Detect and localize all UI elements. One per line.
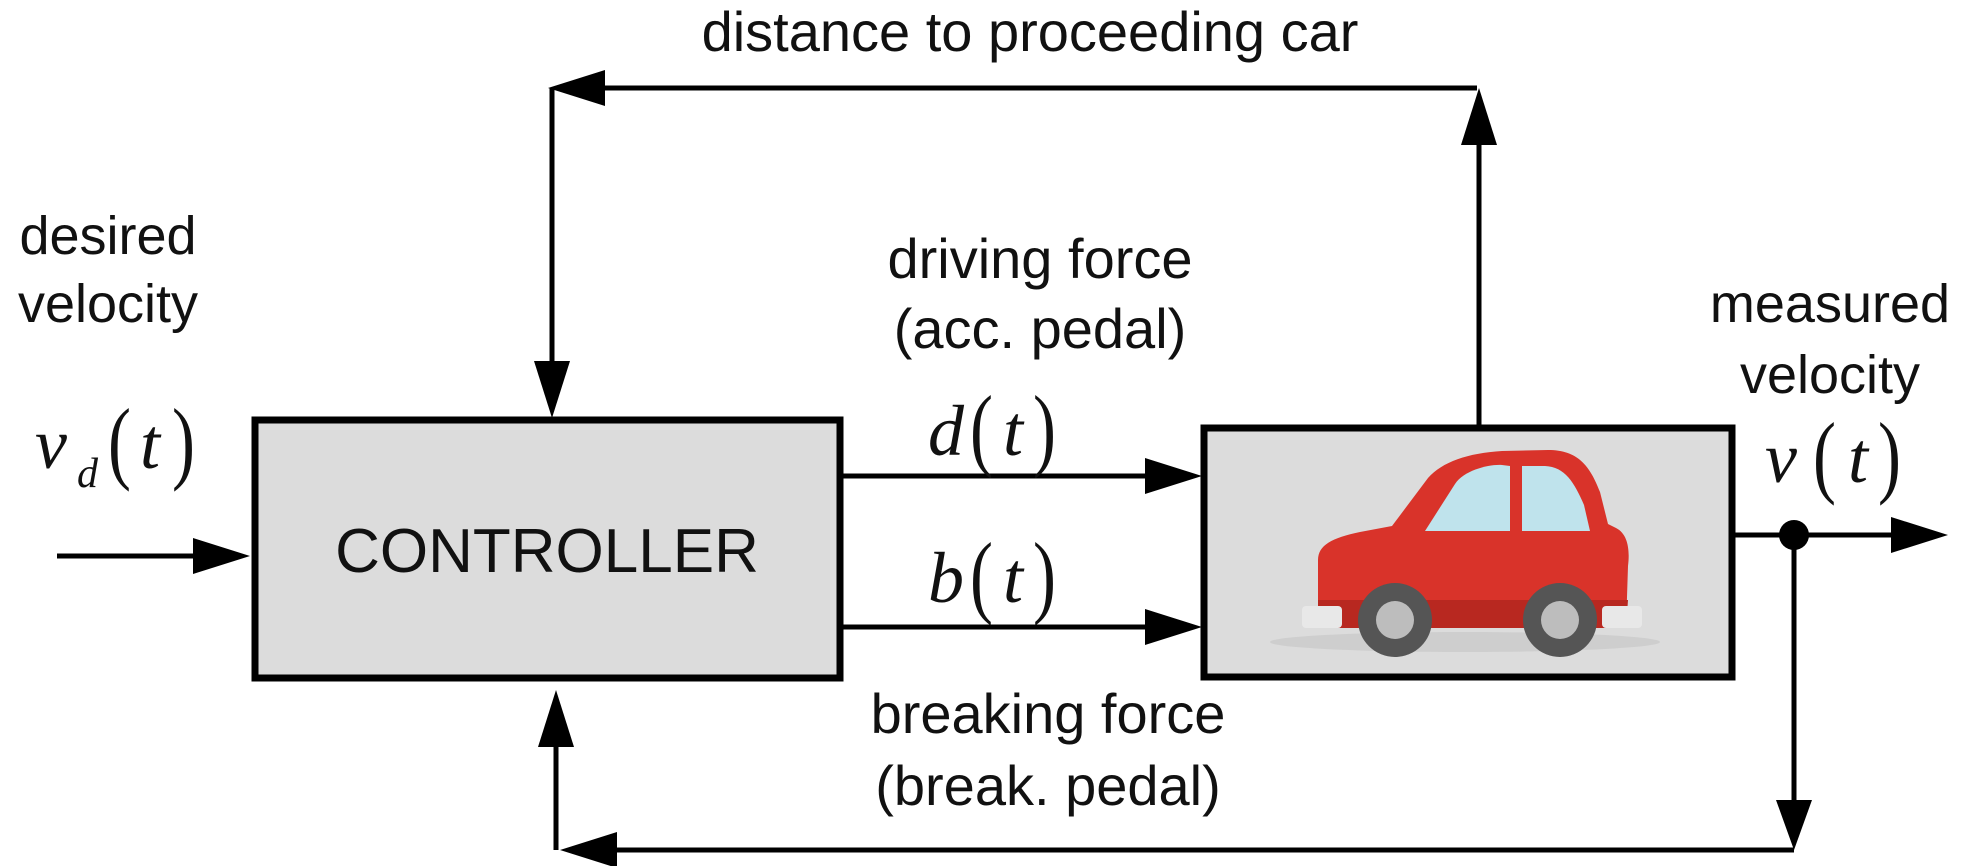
- d-arg: t: [1003, 391, 1025, 471]
- v-arg: t: [1848, 418, 1870, 498]
- v-close-paren: ): [1878, 405, 1901, 507]
- output-arrowhead: [1891, 517, 1948, 553]
- breaking-force-label-2: (break. pedal): [875, 754, 1221, 817]
- controller-label: CONTROLLER: [335, 517, 759, 586]
- driving-arrowhead: [1145, 458, 1202, 494]
- distance-label: distance to proceeding car: [702, 0, 1359, 63]
- breaking-force-signal: b ( t ): [928, 525, 1056, 627]
- breaking-force-label-1: breaking force: [871, 682, 1226, 745]
- feedback-down-arrowhead: [1776, 800, 1812, 850]
- driving-force-label-1: driving force: [887, 227, 1192, 290]
- distance-left-arrowhead: [548, 70, 605, 106]
- input-arrowhead: [193, 538, 250, 574]
- v-open-paren: (: [1813, 405, 1836, 507]
- desired-velocity-signal: v d ( t ): [35, 391, 195, 497]
- car-icon: [1270, 450, 1660, 657]
- desired-velocity-label-2: velocity: [18, 274, 198, 334]
- b-arg: t: [1003, 538, 1025, 618]
- controller-block: [251, 416, 844, 682]
- breaking-arrowhead: [1145, 609, 1202, 645]
- measured-velocity-label-2: velocity: [1740, 345, 1920, 405]
- desired-velocity-label-1: desired: [19, 206, 196, 266]
- measured-velocity-label-1: measured: [1710, 274, 1950, 334]
- d-close-paren: ): [1033, 378, 1056, 480]
- distance-up-arrowhead: [1461, 88, 1497, 145]
- driving-force-signal: d ( t ): [928, 378, 1056, 480]
- b-symbol: b: [928, 538, 964, 618]
- vd-symbol: v: [35, 404, 67, 484]
- b-open-paren: (: [970, 525, 993, 627]
- feedback-left-arrowhead: [560, 832, 617, 866]
- v-symbol: v: [1765, 418, 1797, 498]
- vd-open-paren: (: [108, 391, 131, 493]
- vd-subscript: d: [77, 451, 99, 497]
- b-close-paren: ): [1033, 525, 1056, 627]
- measured-velocity-signal: v ( t ): [1765, 405, 1901, 507]
- feedback-up-arrowhead: [538, 690, 574, 747]
- vd-arg: t: [140, 404, 162, 484]
- vd-close-paren: ): [172, 391, 195, 493]
- d-open-paren: (: [970, 378, 993, 480]
- d-symbol: d: [928, 391, 965, 471]
- distance-down-arrowhead: [534, 361, 570, 418]
- driving-force-label-2: (acc. pedal): [894, 297, 1187, 360]
